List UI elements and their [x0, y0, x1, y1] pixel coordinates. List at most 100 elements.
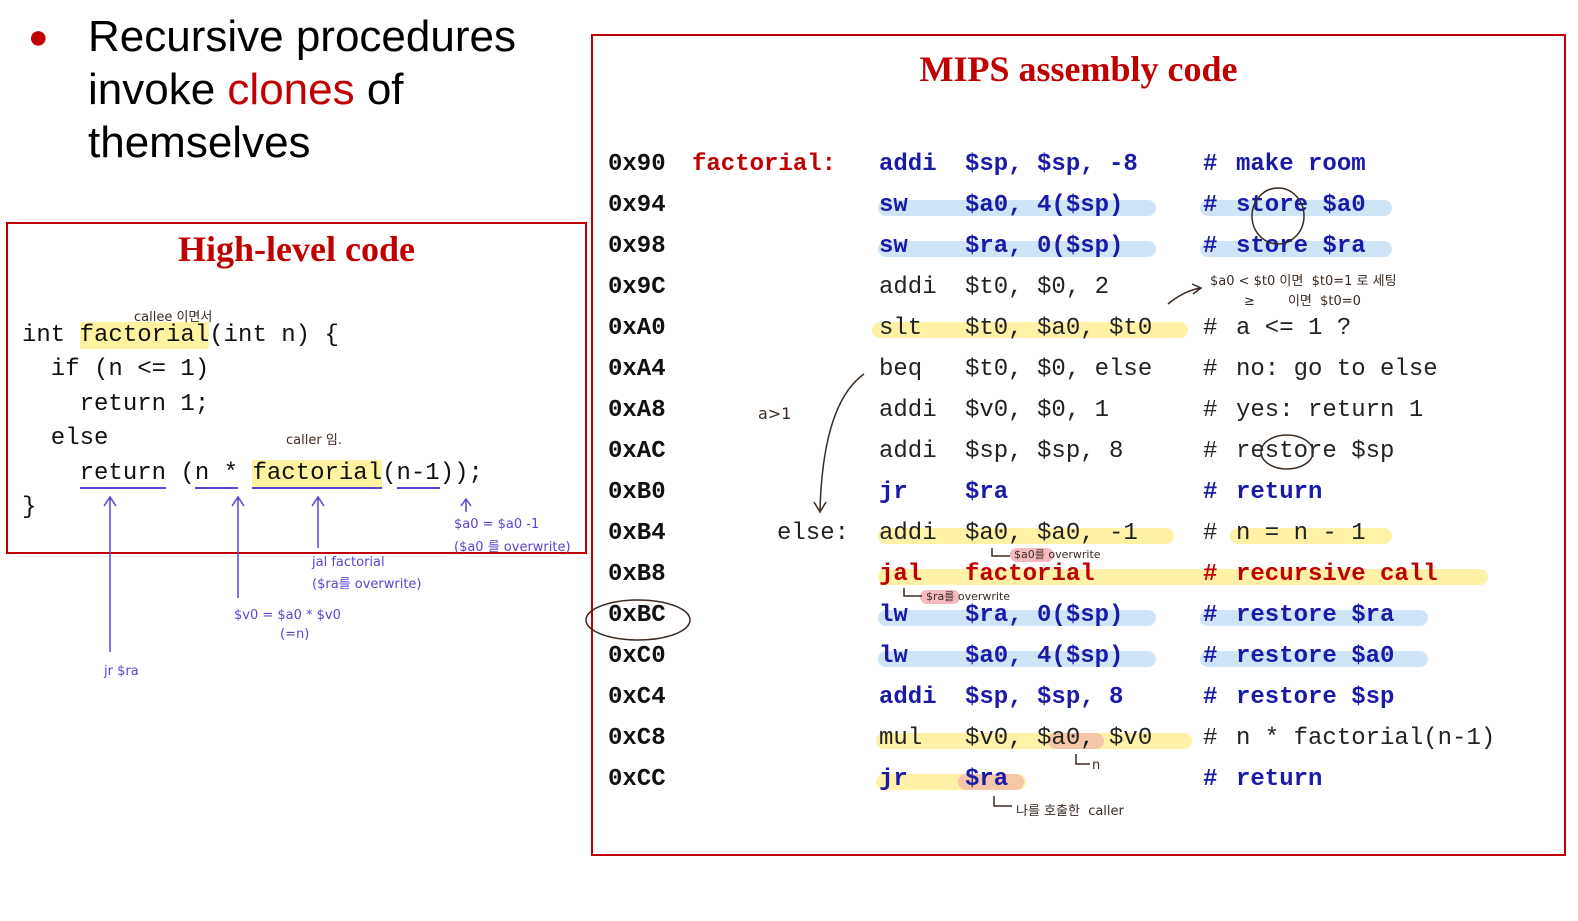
asm-opcode: sw [879, 192, 908, 219]
note-a0-update: $a0 = $a0 -1 [454, 517, 540, 532]
asm-comment: return [1236, 766, 1323, 793]
asm-hash: # [1203, 397, 1218, 424]
asm-comment: restore $sp [1236, 438, 1395, 465]
asm-operands: $ra [965, 766, 1009, 793]
circle-0xbc [585, 599, 691, 641]
asm-operands: $a0, $a0, -1 [965, 520, 1138, 547]
asm-opcode: jal [879, 561, 923, 588]
note-mul-n: n [1092, 758, 1101, 773]
mips-title: MIPS assembly code [919, 49, 1238, 89]
asm-hash: # [1203, 766, 1218, 793]
note-v0: $v0 = $a0 * $v0 [234, 608, 341, 623]
highlight-bar [958, 774, 1024, 790]
asm-row-0xC8: 0xC8 mul $v0, $a0, $v0 # n * factorial(n… [0, 718, 1495, 759]
note-a0-overwrite: ($a0 를 overwrite) [454, 540, 571, 555]
highlight-bar [878, 528, 1174, 544]
asm-label-else: else: [777, 520, 850, 547]
asm-hash: # [1203, 479, 1218, 506]
asm-address: 0xC0 [608, 643, 666, 670]
highlight-bar [878, 200, 1156, 216]
asm-row-0xC0: 0xC0 lw $a0, 4($sp) # restore $a0 [0, 636, 1394, 677]
asm-opcode: addi [879, 274, 937, 301]
asm-hash: # [1203, 315, 1218, 342]
highlight-bar [1048, 733, 1104, 749]
asm-opcode: slt [879, 315, 923, 342]
highlight-bar [1200, 200, 1392, 216]
hl-factorial-caller: factorial [252, 460, 383, 489]
asm-comment: yes: return 1 [1236, 397, 1424, 424]
asm-comment: a <= 1 ? [1236, 315, 1352, 342]
asm-hash: # [1203, 520, 1218, 547]
asm-operands: $t0, $0, else [965, 356, 1153, 383]
asm-row-0x98: 0x98 sw $ra, 0($sp) # store $ra [0, 226, 1366, 267]
asm-opcode: mul [879, 725, 923, 752]
hook-caller [993, 796, 1012, 807]
asm-hash: # [1203, 561, 1218, 588]
asm-comment: restore $sp [1236, 684, 1395, 711]
asm-opcode: lw [879, 602, 908, 629]
asm-row-0xCC: 0xCC jr $ra # return [0, 759, 1322, 800]
bullet-emphasis: clones [227, 65, 355, 114]
asm-row-0x94: 0x94 sw $a0, 4($sp) # store $a0 [0, 185, 1366, 226]
asm-hash: # [1203, 356, 1218, 383]
asm-comment: recursive call [1236, 561, 1438, 588]
hl-n-minus-1: n-1 [396, 460, 440, 489]
asm-comment: restore $a0 [1236, 643, 1395, 670]
asm-opcode: addi [879, 520, 937, 547]
asm-opcode: addi [879, 397, 937, 424]
asm-operands: $ra, 0($sp) [965, 602, 1124, 629]
asm-operands: $a0, 4($sp) [965, 192, 1124, 219]
hl-line-1: int factorial(int n) { [22, 322, 339, 349]
mips-assembly-box: MIPS assembly code [591, 34, 1566, 856]
hl-token: (int n) { [209, 322, 339, 349]
bullet-line-1: Recursive procedures [88, 12, 516, 61]
asm-row-0xAC: 0xAC addi $sp, $sp, 8 # restore $sp [0, 431, 1394, 472]
asm-row-0xB4: 0xB4 else: addi $a0, $a0, -1 # n = n - 1 [0, 513, 1366, 554]
asm-comment: restore $ra [1236, 602, 1395, 629]
circle-store [1251, 187, 1305, 245]
asm-address: 0x98 [608, 233, 666, 260]
note-caller-call: 나를 호출한 caller [1016, 804, 1124, 819]
asm-comment: return [1236, 479, 1323, 506]
asm-row-0x9C: 0x9C addi $t0, $0, 2 [0, 267, 1109, 308]
asm-address: 0xBC [608, 602, 666, 629]
asm-hash: # [1203, 233, 1218, 260]
arrow-jal-head [311, 495, 325, 507]
brown-strokes [585, 187, 1314, 807]
highlight-bar [878, 610, 1156, 626]
asm-address: 0x90 [608, 151, 666, 178]
asm-comment: no: go to else [1236, 356, 1438, 383]
asm-opcode: addi [879, 151, 937, 178]
hl-line-2: if (n <= 1) [22, 356, 210, 383]
arrow-a0-head [460, 497, 472, 507]
bullet-dot: ● [28, 18, 49, 56]
hl-line-3: return 1; [22, 391, 210, 418]
asm-operands: $v0, $0, 1 [965, 397, 1110, 424]
hl-token: )); [439, 460, 483, 487]
note-jal-ra: ($ra를 overwrite) [312, 577, 422, 592]
note-ra-overwrite: $ra를 overwrite [926, 590, 1011, 603]
asm-address: 0xA4 [608, 356, 666, 383]
hl-factorial-callee: factorial [79, 322, 210, 349]
note-a-gt-1: a>1 [758, 404, 792, 423]
asm-hash: # [1203, 151, 1218, 178]
asm-row-0xBC: 0xBC lw $ra, 0($sp) # restore $ra [0, 595, 1394, 636]
asm-operands: $ra, 0($sp) [965, 233, 1124, 260]
arrow-jr-head [103, 495, 117, 507]
asm-opcode: sw [879, 233, 908, 260]
highlight-bar [878, 569, 1488, 585]
hl-token: ( [382, 460, 397, 487]
asm-operands: $ra [965, 479, 1009, 506]
asm-operands: $t0, $a0, $t0 [965, 315, 1153, 342]
asm-hash: # [1203, 684, 1218, 711]
asm-address: 0x94 [608, 192, 666, 219]
bullet-line-2-pre: invoke [88, 65, 228, 114]
highlight-bar [1010, 548, 1054, 562]
asm-hash: # [1203, 438, 1218, 465]
asm-row-0xC4: 0xC4 addi $sp, $sp, 8 # restore $sp [0, 677, 1394, 718]
asm-operands: $sp, $sp, -8 [965, 151, 1138, 178]
asm-row-0x90: 0x90 factorial: addi $sp, $sp, -8 # make… [0, 144, 1366, 185]
asm-comment: make room [1236, 151, 1366, 178]
highlight-bar [1230, 528, 1392, 544]
hl-line-4: else [22, 425, 109, 452]
